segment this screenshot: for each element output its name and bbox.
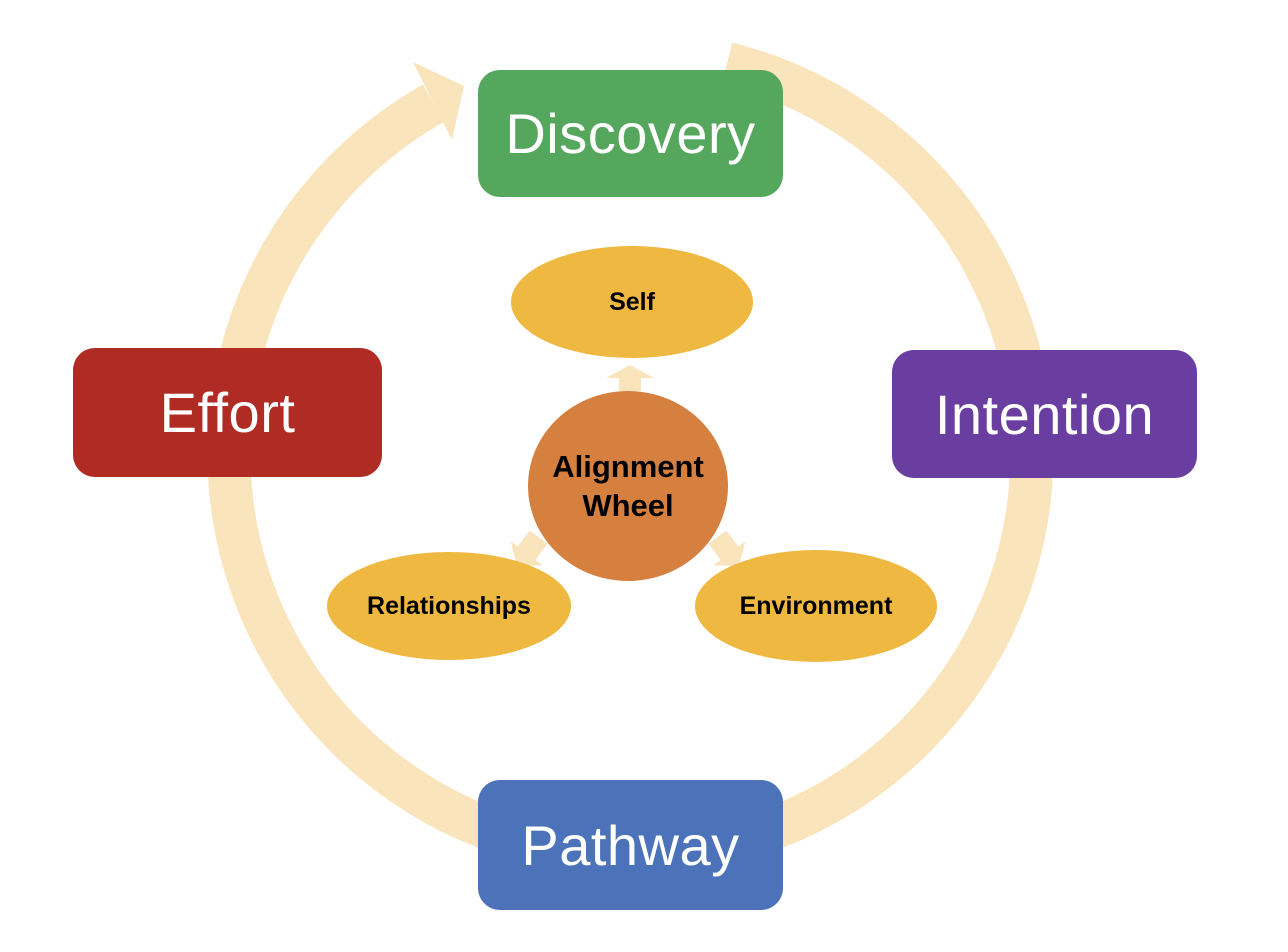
spoke-label-environment: Environment [739, 592, 893, 620]
cycle-node-effort-label: Effort [159, 381, 296, 444]
spoke-ellipse-environment [695, 550, 937, 662]
hub-label: Alignment Wheel [552, 449, 704, 523]
spoke-ellipse-relationships [327, 552, 571, 660]
spoke-arrow-up-icon [606, 365, 654, 391]
cycle-node-intention: Intention [892, 350, 1197, 478]
spoke-arrow-down-left-icon [510, 530, 548, 566]
hub-circle [528, 391, 728, 581]
cycle-node-pathway-label: Pathway [521, 813, 740, 877]
cycle-node-effort: Effort [73, 348, 382, 477]
cycle-node-discovery: Discovery [478, 70, 783, 197]
cycle-node-intention-label: Intention [934, 382, 1155, 446]
cycle-node-pathway: Pathway [478, 780, 783, 910]
cycle-node-discovery-label: Discovery [505, 102, 756, 165]
spoke-arrow-down-right-icon [708, 530, 746, 566]
spoke-ellipse-self [511, 246, 753, 358]
cycle-arrowhead-icon [413, 62, 464, 140]
spoke-label-self: Self [609, 288, 655, 316]
spoke-label-relationships: Relationships [367, 592, 531, 620]
